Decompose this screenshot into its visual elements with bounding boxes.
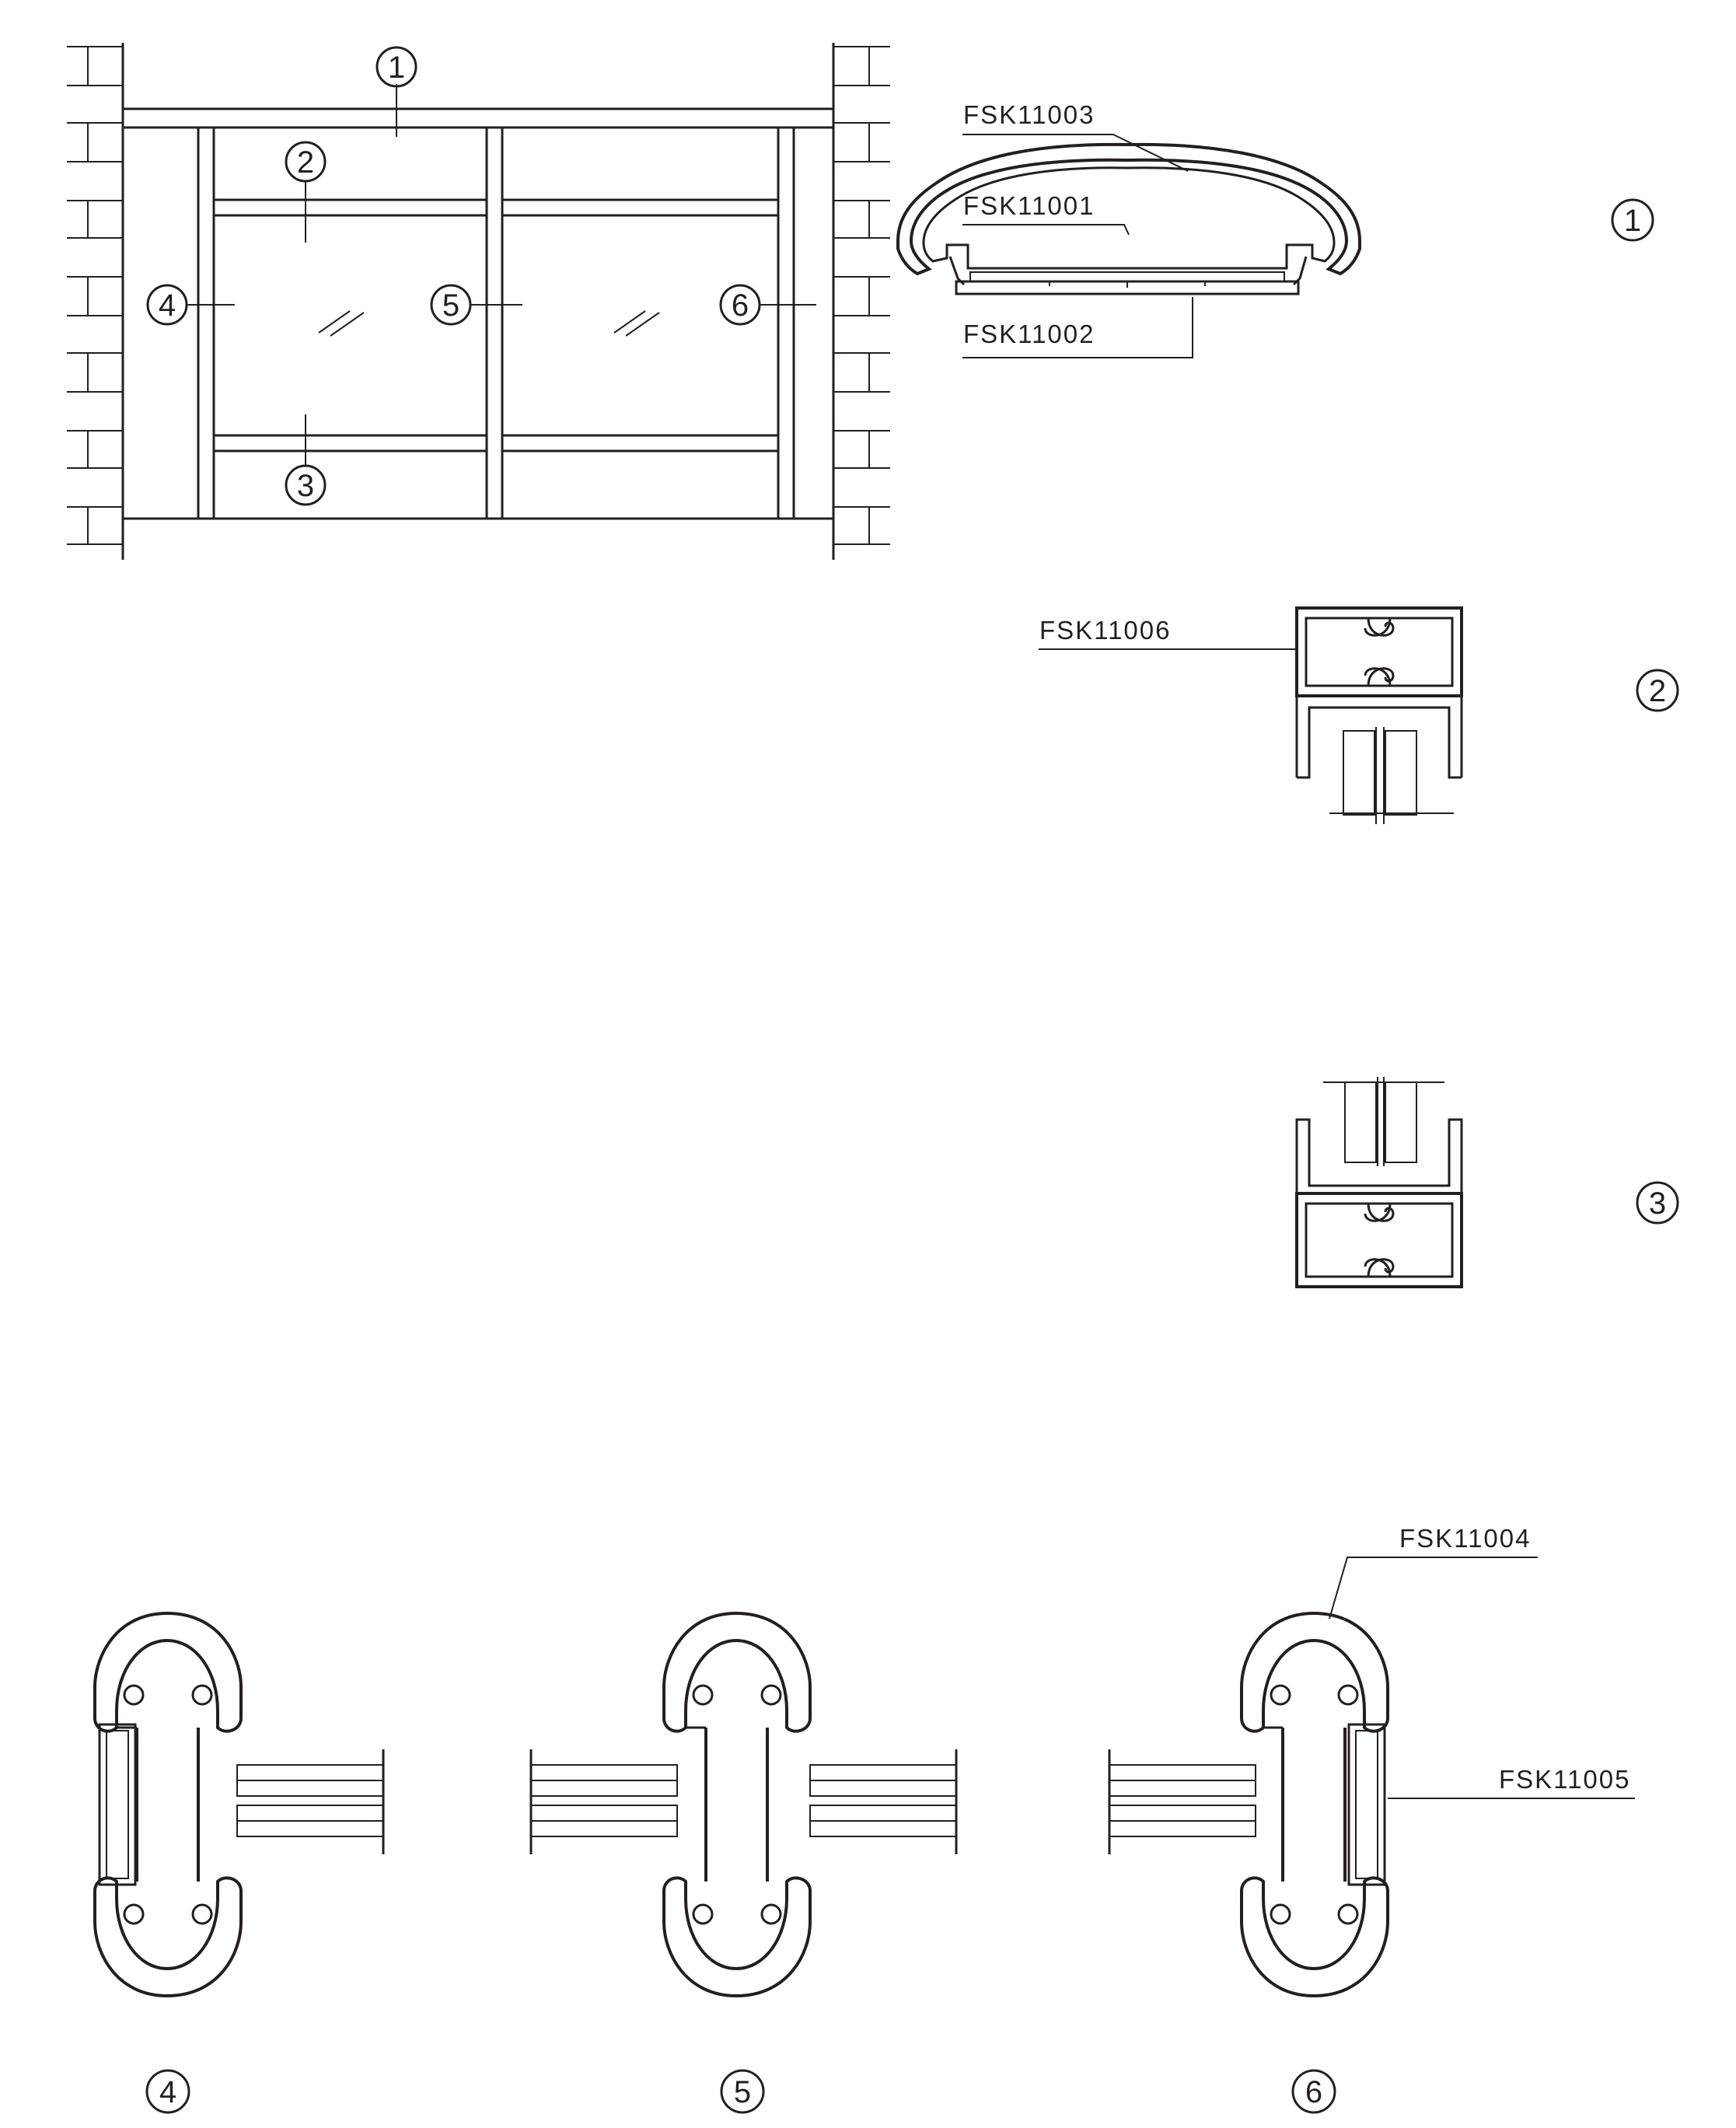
svg-text:1: 1 [1624,204,1641,238]
svg-text:2: 2 [1649,674,1666,708]
label-fsk11003: FSK11003 [963,100,1095,129]
svg-text:4: 4 [159,2075,176,2109]
section-number-4: 4 [145,2069,190,2114]
cap-profile [896,142,1361,276]
label-fsk11005: FSK11005 [1499,1765,1631,1794]
section-1-handrail: FSK11003 FSK11001 FSK11002 1 [896,100,1654,358]
section-number-5: 5 [720,2069,765,2114]
section-number-6: 6 [1291,2069,1336,2114]
glass-bottom [1323,1077,1444,1166]
svg-text:1: 1 [388,51,405,85]
label-fsk11002: FSK11002 [963,320,1095,348]
section-3-bottom-rail: 3 [1295,1077,1679,1288]
section-number-2: 2 [1636,669,1679,712]
callout-5: 5 [430,284,472,326]
rail-profile-top [1295,606,1463,697]
glass-top [1329,727,1454,824]
callout-3: 3 [285,464,327,506]
handrail [121,107,835,129]
post-sections: FSK11004 FSK11005 4 5 6 [93,1524,1635,2114]
section-2-top-rail: FSK11006 2 [1039,606,1679,824]
section-number-1: 1 [1611,198,1654,242]
section-number-3: 3 [1636,1181,1679,1225]
post-middle [485,126,504,520]
svg-text:5: 5 [442,288,459,323]
railing-elevation: 1 2 3 4 5 6 [67,43,890,560]
svg-text:3: 3 [297,469,314,503]
callout-4: 4 [146,284,188,326]
callout-1: 1 [375,46,417,88]
glass-mark-b [613,310,660,337]
right-brick-wall [832,43,890,560]
post-4-profile [93,1611,385,1998]
top-rail-b [501,198,780,217]
svg-text:6: 6 [1305,2075,1322,2109]
post-left [197,126,215,520]
label-fsk11001: FSK11001 [963,191,1095,220]
post-6-profile [1108,1611,1389,1998]
rail-profile-bottom [1295,1192,1463,1288]
post-5-profile [529,1611,958,1998]
svg-text:2: 2 [297,145,314,180]
svg-text:6: 6 [732,288,749,323]
svg-text:4: 4 [159,288,176,323]
glass-mark-a [318,310,365,337]
label-fsk11004: FSK11004 [1399,1524,1532,1553]
post-right [777,126,795,520]
inner-profile [922,166,1336,270]
top-rail-a [212,198,488,217]
callout-2: 2 [285,141,327,183]
label-fsk11006: FSK11006 [1039,616,1172,645]
callout-6: 6 [719,284,761,326]
svg-text:3: 3 [1649,1186,1666,1221]
svg-text:5: 5 [734,2075,751,2109]
bottom-rail-b [501,434,780,453]
left-brick-wall [67,43,124,560]
bottom-rail-a [212,434,488,453]
